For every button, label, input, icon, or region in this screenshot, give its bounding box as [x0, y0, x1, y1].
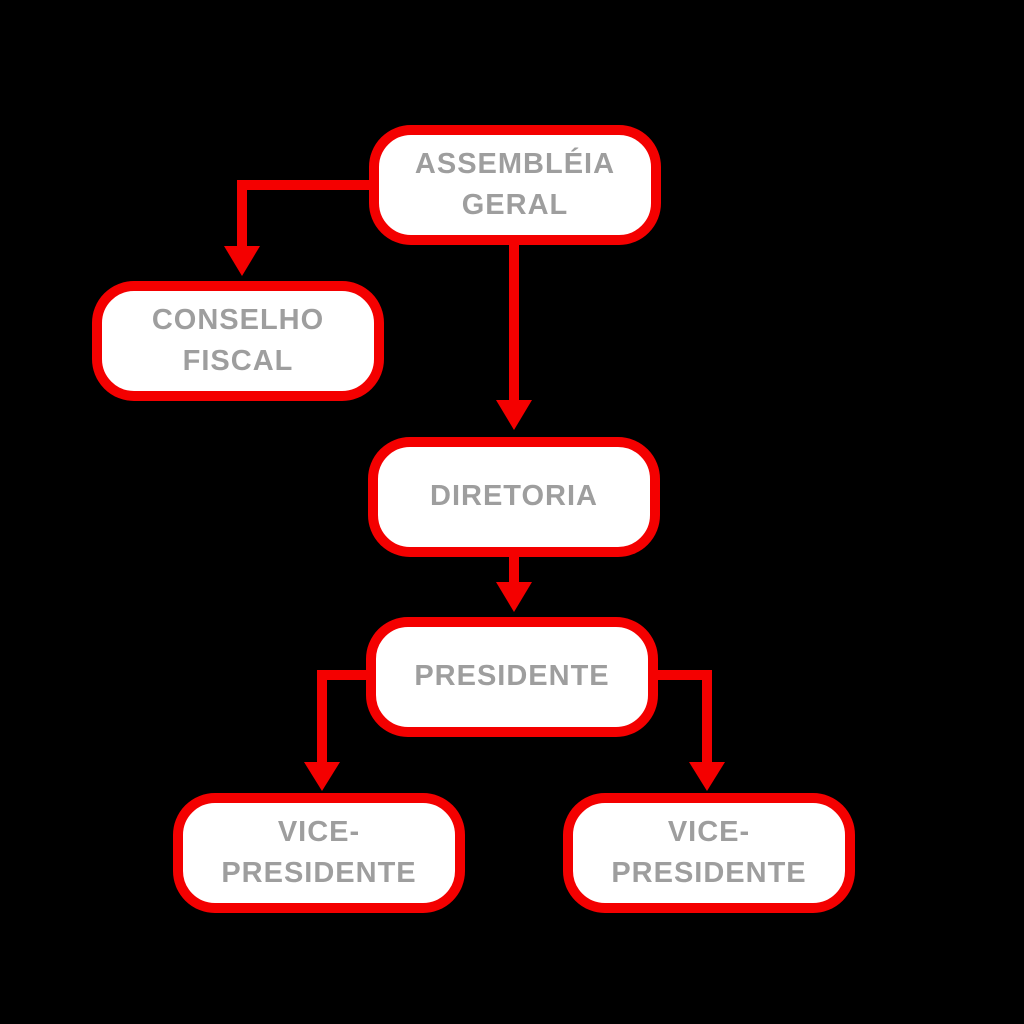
node-label: DIRETORIA [430, 480, 598, 513]
node-label: VICE-PRESIDENTE [611, 815, 807, 889]
edge-assembleia-diretoria [496, 240, 532, 430]
edge-presidente-vice2 [657, 670, 725, 791]
node-conselho-fiscal: CONSELHO FISCAL [92, 281, 384, 401]
node-vice-presidente-right: VICE-PRESIDENTE [563, 793, 855, 913]
edge-assembleia-conselho [224, 180, 371, 276]
node-presidente: PRESIDENTE [366, 617, 658, 737]
edge-diretoria-presidente [496, 554, 532, 612]
node-assembleia-geral: ASSEMBLÉIA GERAL [369, 125, 661, 245]
node-label: CONSELHO FISCAL [151, 303, 325, 377]
node-diretoria: DIRETORIA [368, 437, 660, 557]
node-label: PRESIDENTE [414, 660, 610, 693]
node-vice-presidente-left: VICE-PRESIDENTE [173, 793, 465, 913]
node-label: VICE-PRESIDENTE [221, 815, 417, 889]
node-label: ASSEMBLÉIA GERAL [414, 147, 616, 221]
edge-presidente-vice1 [304, 670, 369, 791]
